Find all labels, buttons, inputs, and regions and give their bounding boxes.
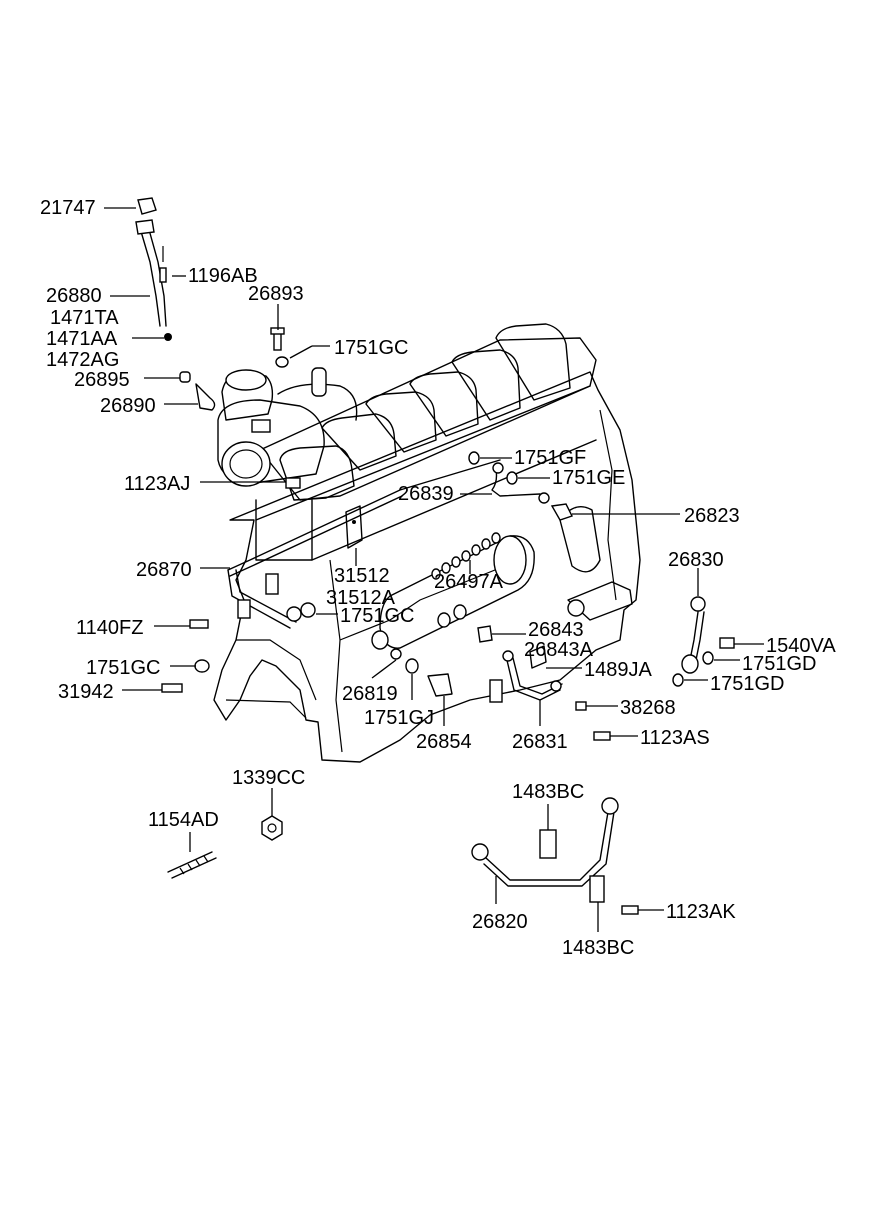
label-1751GC-low: 1751GC [86,657,161,679]
label-1339CC: 1339CC [232,767,305,789]
valve-covers [279,323,571,501]
label-26830: 26830 [668,549,724,571]
label-26880: 26880 [46,285,102,307]
label-1751GD-a: 1751GD [742,653,817,675]
label-1751GC-top: 1751GC [334,337,409,359]
label-1751GD-b: 1751GD [710,673,785,695]
label-31512: 31512 [334,565,390,587]
label-26831: 26831 [512,731,568,753]
label-26497A: 26497A [434,571,504,593]
label-26823: 26823 [684,505,740,527]
label-1540VA: 1540VA [766,635,836,657]
loose-parts [135,197,735,915]
label-1123AJ: 1123AJ [124,473,190,495]
label-26843: 26843 [528,619,584,641]
label-1489JA: 1489JA [584,659,652,681]
label-1140FZ: 1140FZ [76,617,143,639]
label-1471TA: 1471TA [50,307,119,329]
label-26893: 26893 [248,283,304,305]
label-31942: 31942 [58,681,114,703]
label-1751GE: 1751GE [552,467,625,489]
label-1751GF: 1751GF [514,447,586,469]
label-26843A: 26843A [524,639,594,661]
label-26839: 26839 [398,483,454,505]
label-1751GJ: 1751GJ [364,707,434,729]
label-26854: 26854 [416,731,472,753]
label-26819: 26819 [342,683,398,705]
label-26895: 26895 [74,369,130,391]
label-1154AD: 1154AD [148,809,219,831]
label-1751GC-mid: 1751GC [340,605,415,627]
label-26820: 26820 [472,911,528,933]
label-26870: 26870 [136,559,192,581]
part-labels: 21747 1196AB 26880 26893 1471TA 1471AA 1… [40,197,836,959]
turbocharger [217,367,358,487]
label-1471AA: 1471AA [46,328,118,350]
label-26890: 26890 [100,395,156,417]
label-1472AG: 1472AG [46,349,119,371]
label-1196AB: 1196AB [188,265,258,287]
label-1483BC-top: 1483BC [512,781,584,803]
label-1123AS: 1123AS [640,727,710,749]
label-1483BC-bottom: 1483BC [562,937,634,959]
label-31512A: 31512A [326,587,396,609]
gallery-plugs [371,532,501,650]
label-38268: 38268 [620,697,676,719]
leader-lines [104,207,764,932]
label-21747: 21747 [40,197,96,219]
label-1123AK: 1123AK [666,901,736,923]
engine-block [213,323,641,763]
